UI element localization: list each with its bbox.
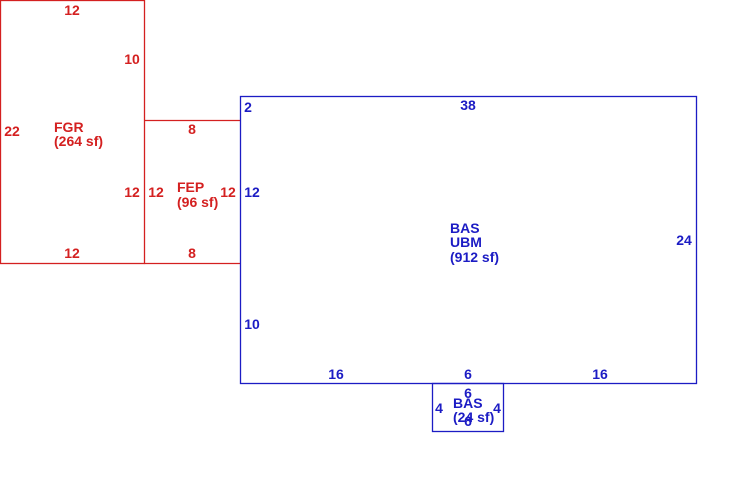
bas-small-dim-right: 4 — [493, 400, 501, 416]
bas-small-dim-left: 4 — [435, 400, 443, 416]
fgr-code: FGR — [54, 119, 84, 135]
bas-main-dim-left-bottom: 10 — [244, 316, 260, 332]
bas-main-dim-bottom-left: 16 — [328, 366, 344, 382]
area-bas-main: 38 2 12 10 24 16 6 16 BAS UBM (912 sf) — [239, 95, 698, 385]
bas-main-dim-top: 38 — [460, 97, 476, 113]
bas-main-dim-bottom-right: 16 — [592, 366, 608, 382]
fep-dim-bottom: 8 — [188, 245, 196, 261]
fep-dim-left: 12 — [148, 184, 164, 200]
bas-small-dim-top: 6 — [464, 385, 472, 401]
bas-main-dim-bottom-mid: 6 — [464, 366, 472, 382]
fgr-area: (264 sf) — [54, 133, 103, 149]
fgr-outline — [0, 0, 146, 265]
bas-main-dim-left-mid: 12 — [244, 184, 260, 200]
bas-small-area: (24 sf) — [453, 409, 494, 425]
area-fgr: 12 10 12 22 12 FGR (264 sf) — [0, 0, 146, 265]
fep-dim-right: 12 — [220, 184, 236, 200]
fgr-dim-right-lower: 12 — [124, 184, 140, 200]
fep-dim-top: 8 — [188, 121, 196, 137]
bas-main-code2: UBM — [450, 234, 482, 250]
bas-main-code: BAS — [450, 220, 480, 236]
bas-main-dim-right: 24 — [676, 232, 692, 248]
fgr-dim-bottom: 12 — [64, 245, 80, 261]
area-fep: 8 12 12 8 FEP (96 sf) — [144, 119, 241, 265]
bas-small-code: BAS — [453, 395, 483, 411]
fgr-dim-right-upper: 10 — [124, 51, 140, 67]
fep-code: FEP — [177, 179, 204, 195]
bas-main-dim-left-top: 2 — [244, 99, 252, 115]
fep-area: (96 sf) — [177, 194, 218, 210]
fgr-dim-top: 12 — [64, 2, 80, 18]
fgr-dim-left: 22 — [4, 123, 20, 139]
bas-main-area: (912 sf) — [450, 249, 499, 265]
bas-small-dim-bottom: 6 — [464, 413, 472, 429]
area-bas-small: 6 4 4 6 BAS (24 sf) — [431, 382, 505, 433]
bas-small-outline — [431, 382, 505, 433]
